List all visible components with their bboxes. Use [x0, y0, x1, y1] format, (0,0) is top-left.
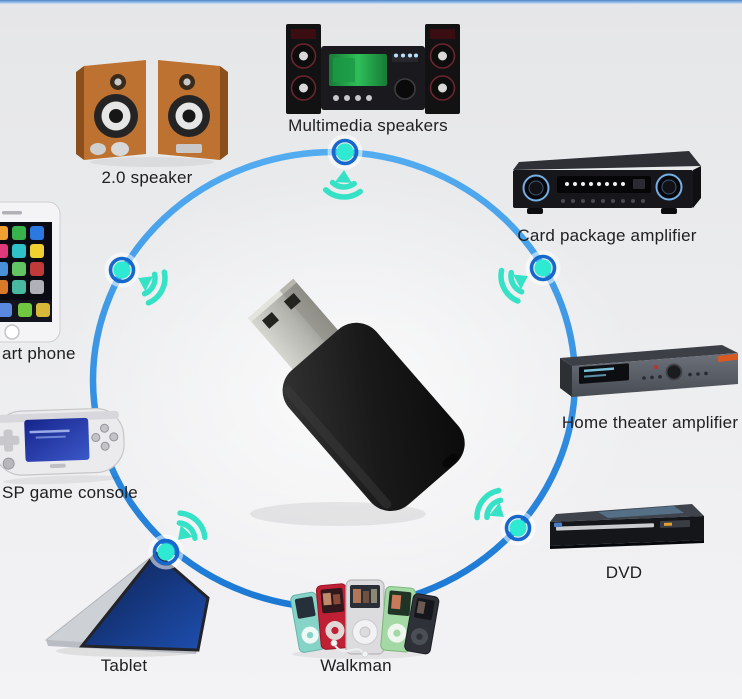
- wifi-signal-icon: [325, 170, 361, 198]
- label-psp-game-console: SP game console: [2, 483, 138, 502]
- connection-node: [148, 534, 184, 570]
- adapter-body: [282, 322, 465, 512]
- orange-badge: [718, 353, 738, 362]
- label-dvd: DVD: [605, 563, 643, 582]
- device-home-theater-amplifier: [560, 345, 738, 397]
- label-smart-phone: art phone: [2, 344, 76, 363]
- device-smart-phone: [0, 201, 61, 343]
- aux-jack: [442, 453, 458, 468]
- mp3-player-teal: [290, 591, 326, 653]
- device-psp-game-console: [0, 407, 125, 485]
- mp3-player-black: [404, 593, 440, 655]
- psp-screen: [24, 417, 90, 462]
- label-tablet: Tablet: [100, 656, 148, 675]
- usb-bluetooth-adapter: [248, 278, 465, 512]
- label-multimedia-speakers: Multimedia speakers: [288, 116, 448, 135]
- connection-node: [500, 510, 536, 546]
- label-home-theater-amplifier: Home theater amplifier: [561, 413, 739, 432]
- label-walkman: Walkman: [320, 656, 392, 675]
- tablet-screen: [78, 550, 210, 652]
- connection-node: [525, 250, 561, 286]
- amp-display: [557, 176, 651, 193]
- device-2-0-speaker: [76, 60, 228, 167]
- top-blue-strip: [0, 0, 742, 4]
- connection-node: [327, 134, 363, 170]
- home-button: [4, 324, 20, 340]
- connection-node: [104, 252, 140, 288]
- device-card-package-amplifier: [513, 151, 701, 214]
- device-multimedia-speakers: [286, 24, 460, 114]
- receiver-knob: [665, 363, 683, 381]
- label-2-0-speaker: 2.0 speaker: [101, 168, 193, 187]
- device-walkman: [290, 579, 440, 659]
- device-dvd-player: [550, 504, 704, 549]
- mp3-player-silver: [345, 579, 385, 655]
- mp3-player-red: [315, 583, 352, 650]
- label-card-package-amplifier: Card package amplifier: [517, 226, 697, 245]
- device-tablet: [44, 550, 210, 657]
- receiver-display: [579, 363, 629, 384]
